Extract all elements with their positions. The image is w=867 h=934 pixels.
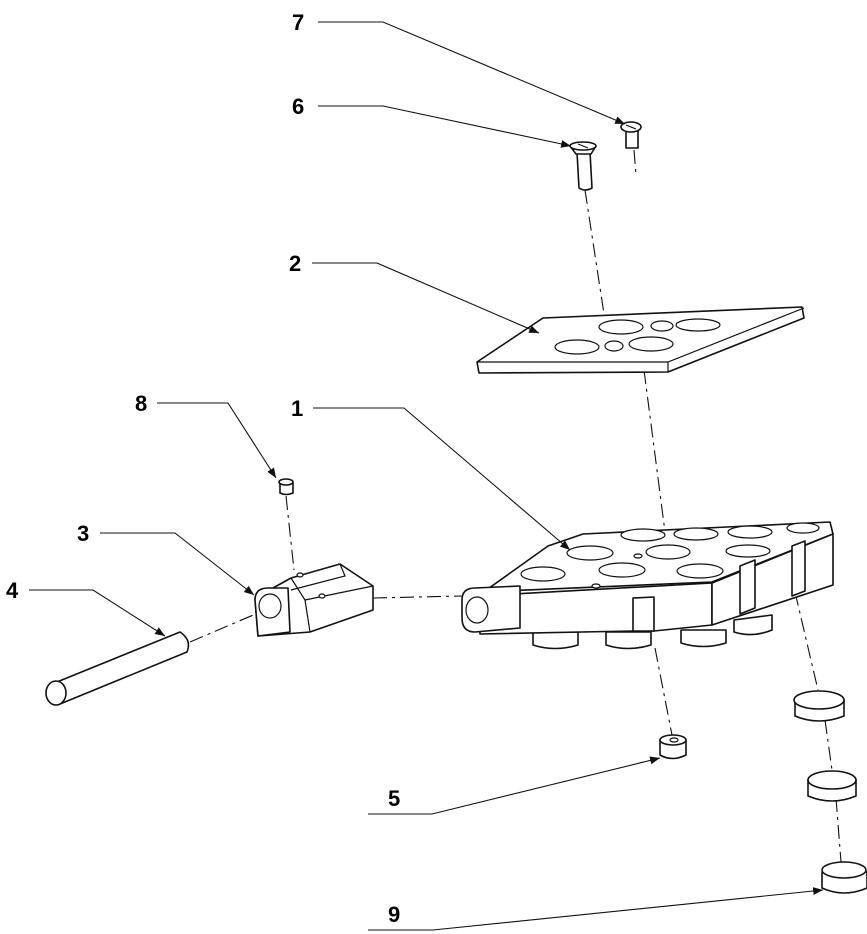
- leader-7: [318, 21, 626, 125]
- callout-6: 6: [292, 94, 304, 119]
- part-9-puck-2: [807, 770, 857, 802]
- callout-5: 5: [388, 786, 400, 811]
- callout-2: 2: [289, 251, 301, 276]
- callouts: 7 6 2 1 8 3 4 5 9: [6, 10, 400, 927]
- part-2-top-plate: [476, 306, 805, 374]
- callout-8: 8: [135, 391, 147, 416]
- part-9-puck-3: [821, 861, 867, 894]
- part-4-pin: [45, 631, 190, 706]
- part-7-screw: [620, 121, 642, 149]
- part-3-hinge-bracket: [254, 563, 374, 637]
- leader-lines: [29, 21, 824, 931]
- part-9-puck-1: [793, 690, 845, 722]
- part-8-set-screw: [278, 478, 294, 496]
- assembly-centerlines: [189, 149, 842, 863]
- part-6-screw: [569, 141, 597, 191]
- callout-1: 1: [291, 396, 303, 421]
- callout-3: 3: [77, 521, 89, 546]
- leader-1: [313, 407, 571, 551]
- leader-8: [157, 402, 277, 479]
- leader-2: [312, 262, 540, 334]
- callout-9: 9: [388, 902, 400, 927]
- leader-6: [318, 105, 572, 148]
- callout-7: 7: [292, 10, 304, 35]
- leader-5: [368, 756, 661, 815]
- part-5-spacer: [659, 734, 687, 760]
- leader-4: [29, 589, 166, 637]
- leader-3: [100, 532, 255, 596]
- leader-9: [368, 887, 824, 931]
- part-1-base-block: [461, 521, 834, 650]
- callout-4: 4: [6, 578, 19, 603]
